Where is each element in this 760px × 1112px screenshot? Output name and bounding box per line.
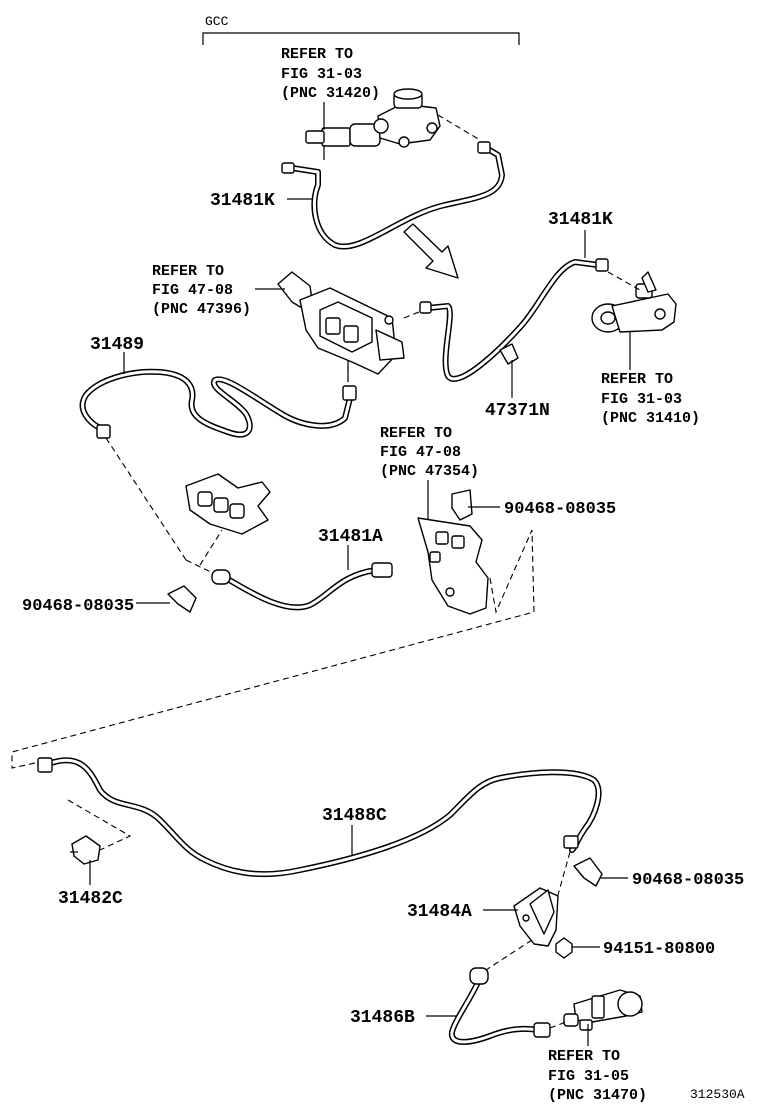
leader-dash-31470 [549,1021,567,1029]
reference-31410: REFER TO FIG 31-03 (PNC 31410) [601,371,700,427]
pipe-31488C [37,757,602,878]
gcc-bracket: GCC [202,14,520,45]
hose-31486B [448,967,551,1045]
nut-94151-part [555,937,573,959]
leader-dash-31410 [607,271,641,291]
ref-line2: FIG 31-03 [281,66,362,83]
hose-31481A [211,562,393,611]
clip-90468-left [167,585,197,613]
gcc-bracket-line [202,32,520,45]
pipe-31481K-top [281,141,505,250]
part-label-31486B: 31486B [350,1008,415,1028]
figure-id: 312530A [690,1087,745,1102]
bracket-left-part [185,473,271,535]
leader-dash-47396 [403,309,425,319]
cylinder-31470-part [563,989,643,1031]
part-label-47371N: 47371N [485,401,550,421]
ref-line3: (PNC 47396) [152,301,251,318]
part-label-31482C: 31482C [58,889,123,909]
ref-line3: (PNC 31410) [601,410,700,427]
leader-dash-lower [555,851,571,903]
reference-31420: REFER TO FIG 31-03 (PNC 31420) [281,46,380,102]
ref-line1: REFER TO [548,1048,620,1065]
pipe-31489 [79,368,357,439]
leader-dash-left-a [105,437,187,561]
bracket-47396-part [277,271,405,382]
part-label-31481A: 31481A [318,527,383,547]
gcc-label: GCC [205,14,229,29]
ref-line3: (PNC 31420) [281,85,380,102]
part-label-90468-b: 90468-08035 [22,597,134,616]
ref-line3: (PNC 47354) [380,463,479,480]
bracket-31484A-part [513,887,559,947]
clip-90468-right [451,489,473,521]
master-cylinder-part [305,88,441,160]
ref-line1: REFER TO [152,263,224,280]
leader-dash-31482C [67,799,132,851]
clip-31482C-part [70,835,101,865]
part-label-31484A: 31484A [407,902,472,922]
ref-line2: FIG 31-03 [601,391,682,408]
reference-47354: REFER TO FIG 47-08 (PNC 47354) [380,425,479,480]
pipe-31481K-mid [419,258,609,382]
cylinder-31410-part [591,271,677,333]
part-label-31481K-b: 31481K [548,210,613,230]
ref-line3: (PNC 31470) [548,1087,647,1104]
part-label-31488C: 31488C [322,806,387,826]
clip-47371N [499,343,519,365]
part-label-31481K-a: 31481K [210,191,275,211]
ref-line2: FIG 47-08 [152,282,233,299]
leader-dash-long [11,529,535,769]
leader-dash-left-b [185,559,216,575]
reference-47396: REFER TO FIG 47-08 (PNC 47396) [152,263,251,318]
part-label-90468-a: 90468-08035 [504,500,616,519]
leader-dash-mc [437,114,481,141]
bracket-47354-part [417,517,489,615]
leader-dash-31486B [485,939,533,971]
ref-line1: REFER TO [380,425,452,442]
ref-line1: REFER TO [601,371,673,388]
reference-31470: REFER TO FIG 31-05 (PNC 31470) [548,1048,647,1104]
ref-line1: REFER TO [281,46,353,63]
part-label-90468-c: 90468-08035 [632,871,744,890]
part-label-94151: 94151-80800 [603,940,715,959]
direction-arrow [403,223,459,279]
clip-90468-lower [573,857,603,887]
part-label-31489: 31489 [90,335,144,355]
ref-line2: FIG 47-08 [380,444,461,461]
ref-line2: FIG 31-05 [548,1068,629,1085]
leader-dash-left-c [199,529,223,566]
